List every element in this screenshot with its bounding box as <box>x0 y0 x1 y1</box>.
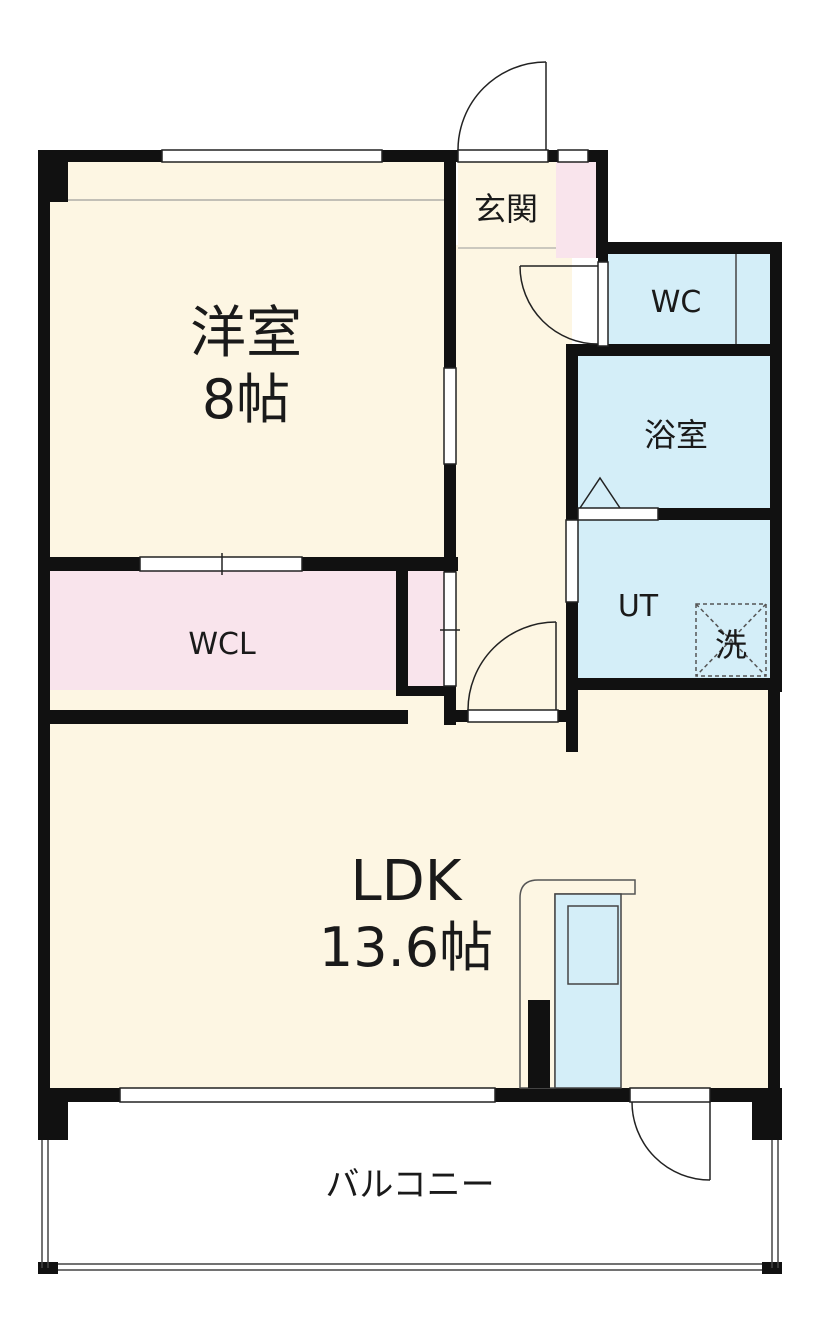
room-name: WCL <box>188 627 256 662</box>
washing-machine-space-icon <box>695 603 767 677</box>
utility-floor <box>578 518 776 680</box>
room-name: 浴室 <box>644 416 708 454</box>
wall <box>396 686 456 696</box>
wall <box>598 242 780 254</box>
room-size: 13.6帖 <box>319 916 493 979</box>
wall-column <box>38 1088 68 1140</box>
balcony-rails <box>41 1140 779 1271</box>
wall <box>566 344 782 356</box>
room-labels: 洋室 8帖 玄関 WC 浴室 UT 洗 WCL LDK 13.6帖 バルコニー <box>188 190 747 1205</box>
doors <box>457 61 711 1181</box>
door-swing-icon <box>467 621 557 711</box>
room-name: LDK <box>350 849 462 914</box>
wall <box>396 565 408 695</box>
hallway-floor <box>454 245 572 715</box>
refrigerator-space <box>528 1000 550 1088</box>
window-icon <box>443 367 457 465</box>
room-size: 8帖 <box>202 368 290 431</box>
window-icon <box>467 709 559 723</box>
door-swing-icon <box>579 476 621 509</box>
wall <box>38 710 408 724</box>
window-icon <box>597 261 609 347</box>
balcony-floor <box>42 1100 778 1268</box>
floors <box>42 160 778 1268</box>
window-icon <box>629 1087 711 1103</box>
window-icon <box>577 507 659 521</box>
room-name: バルコニー <box>325 1165 494 1205</box>
entrance-floor <box>458 160 556 248</box>
wc-floor <box>606 252 776 344</box>
wall <box>768 680 780 1100</box>
door-swing-icon <box>519 265 599 345</box>
room-name: 玄関 <box>474 190 538 228</box>
ldk-floor <box>48 690 770 1090</box>
window-icon <box>139 556 303 572</box>
wall <box>770 242 782 692</box>
window-icon <box>119 1087 496 1103</box>
window-icon <box>457 149 549 163</box>
windows <box>119 149 711 1103</box>
window-icon <box>557 149 589 163</box>
wall <box>566 678 782 690</box>
wall <box>38 150 50 1095</box>
window-icon <box>443 571 457 687</box>
western-room-floor <box>48 160 448 565</box>
washer-label: 洗 <box>715 626 747 664</box>
room-name: WC <box>651 285 702 320</box>
bath-floor <box>578 352 776 510</box>
kitchen-sink <box>567 905 619 985</box>
door-swing-icon <box>457 61 547 151</box>
wall-column <box>752 1088 782 1140</box>
shoe-cabinet <box>556 162 598 258</box>
wall-column <box>38 150 68 202</box>
door-swing-icon <box>631 1101 711 1181</box>
room-name: 洋室 <box>190 301 302 366</box>
kitchen-counter-icon <box>519 879 636 1089</box>
wall <box>596 150 608 258</box>
room-name: UT <box>618 589 659 624</box>
window-icon <box>565 519 579 603</box>
window-icon <box>161 149 383 163</box>
